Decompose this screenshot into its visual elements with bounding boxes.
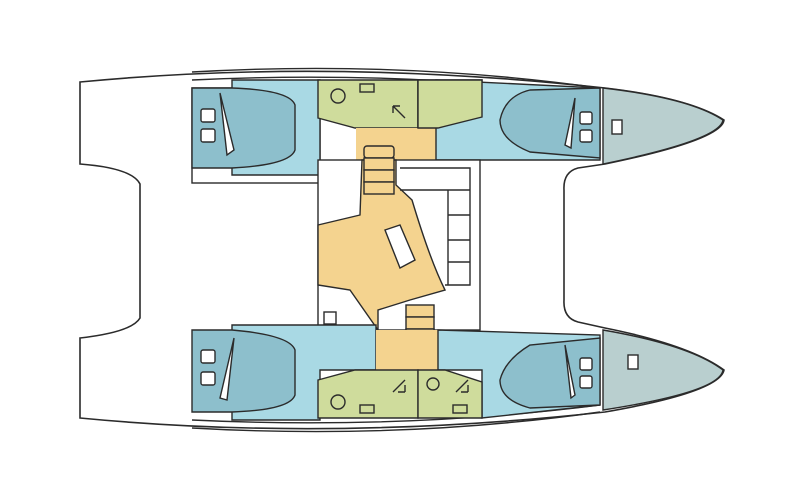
- shower-icon: [392, 379, 469, 393]
- pillow-divider: [564, 344, 576, 400]
- saloon-floor: [317, 159, 447, 333]
- nightstand: [579, 357, 593, 371]
- nightstand: [579, 375, 593, 389]
- nightstand: [200, 349, 216, 364]
- bed-bottom-right: [499, 337, 601, 409]
- nightstand: [200, 108, 216, 123]
- fridge-icon: [323, 311, 337, 325]
- bed-bottom-left: [191, 329, 296, 413]
- bow-top: [602, 87, 724, 165]
- stairs-top: [363, 145, 395, 195]
- bed-top-left: [191, 87, 296, 169]
- pillow-divider: [564, 97, 576, 150]
- settee: [400, 167, 471, 286]
- toilet-icon: [426, 377, 440, 391]
- locker-icon: [611, 119, 623, 135]
- nightstand: [579, 129, 593, 143]
- saloon: [317, 145, 481, 352]
- saloon-table: [384, 224, 416, 269]
- sink-icon: [359, 83, 375, 93]
- toilet-icon: [330, 394, 346, 410]
- bow-bottom: [602, 329, 724, 411]
- nightstand: [200, 371, 216, 386]
- sink-icon: [359, 404, 375, 414]
- companionway-bottom: [376, 330, 438, 370]
- toilet-icon: [330, 88, 346, 104]
- head-port-fwd: [317, 79, 419, 129]
- nightstand: [579, 111, 593, 125]
- head-stbd: [417, 79, 483, 129]
- pillow-divider: [219, 337, 235, 401]
- head-port-bottom: [317, 369, 419, 419]
- locker-icon: [627, 354, 639, 370]
- nightstand: [200, 128, 216, 143]
- sink-icon: [452, 404, 468, 414]
- pillow-divider: [219, 92, 235, 157]
- top-hull: [191, 67, 724, 184]
- bottom-hull: [191, 324, 724, 433]
